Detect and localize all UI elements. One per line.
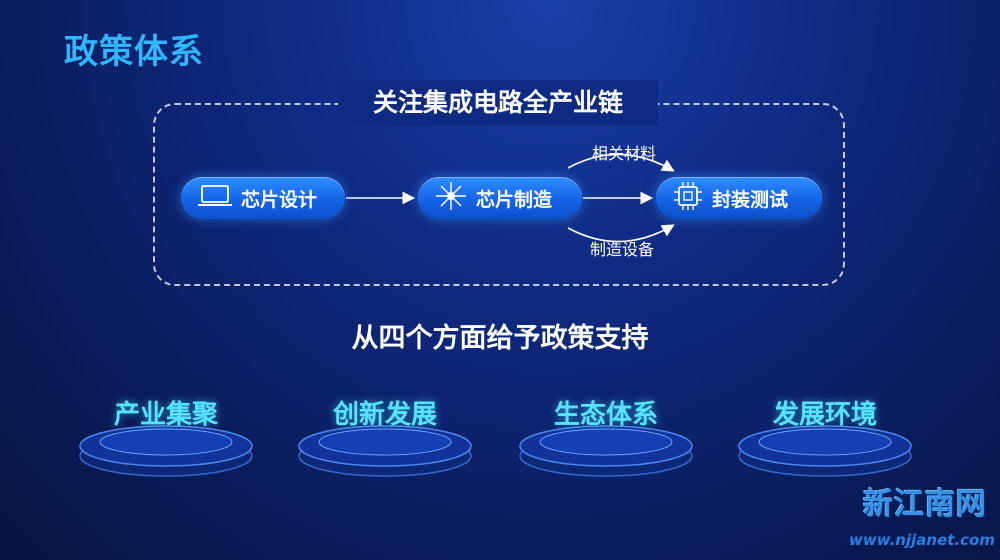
laptop-icon <box>197 184 233 212</box>
node-chip-fabrication: 芯片制造 <box>418 177 582 219</box>
pillar-label: 产业集聚 <box>113 400 218 430</box>
pillar-development-environment: 发展环境 <box>736 390 914 490</box>
node-label: 芯片设计 <box>241 188 318 211</box>
watermark-url: www.njjanet.com <box>849 531 995 549</box>
pillar-innovation: 创新发展 <box>296 390 474 490</box>
label-related-materials: 相关材料 <box>592 144 657 163</box>
node-packaging-testing: 封装测试 <box>656 177 822 219</box>
pillar-label: 生态体系 <box>553 400 658 430</box>
platform-disc-icon <box>519 425 693 477</box>
pillar-industrial-cluster: 产业集聚 <box>77 390 255 490</box>
wafer-sparkle-icon <box>434 181 468 215</box>
section-subtitle: 从四个方面给予政策支持 <box>351 323 649 354</box>
node-label: 芯片制造 <box>476 188 553 211</box>
node-chip-design: 芯片设计 <box>181 177 345 219</box>
platform-disc-icon <box>738 425 912 477</box>
watermark-title: 新江南网 <box>863 487 987 522</box>
chain-title: 关注集成电路全产业链 <box>338 80 658 126</box>
platform-disc-icon <box>298 425 472 477</box>
slide-title: 政策体系 <box>64 32 204 72</box>
pillar-label: 创新发展 <box>332 400 437 430</box>
chip-icon <box>672 181 704 215</box>
node-label: 封装测试 <box>712 188 789 211</box>
pillar-ecosystem: 生态体系 <box>517 390 695 490</box>
label-manufacturing-equipment: 制造设备 <box>590 240 655 259</box>
platform-disc-icon <box>79 425 253 477</box>
watermark-logo: 新江南网 www.njjanet.com <box>845 475 995 555</box>
pillar-label: 发展环境 <box>772 400 877 430</box>
